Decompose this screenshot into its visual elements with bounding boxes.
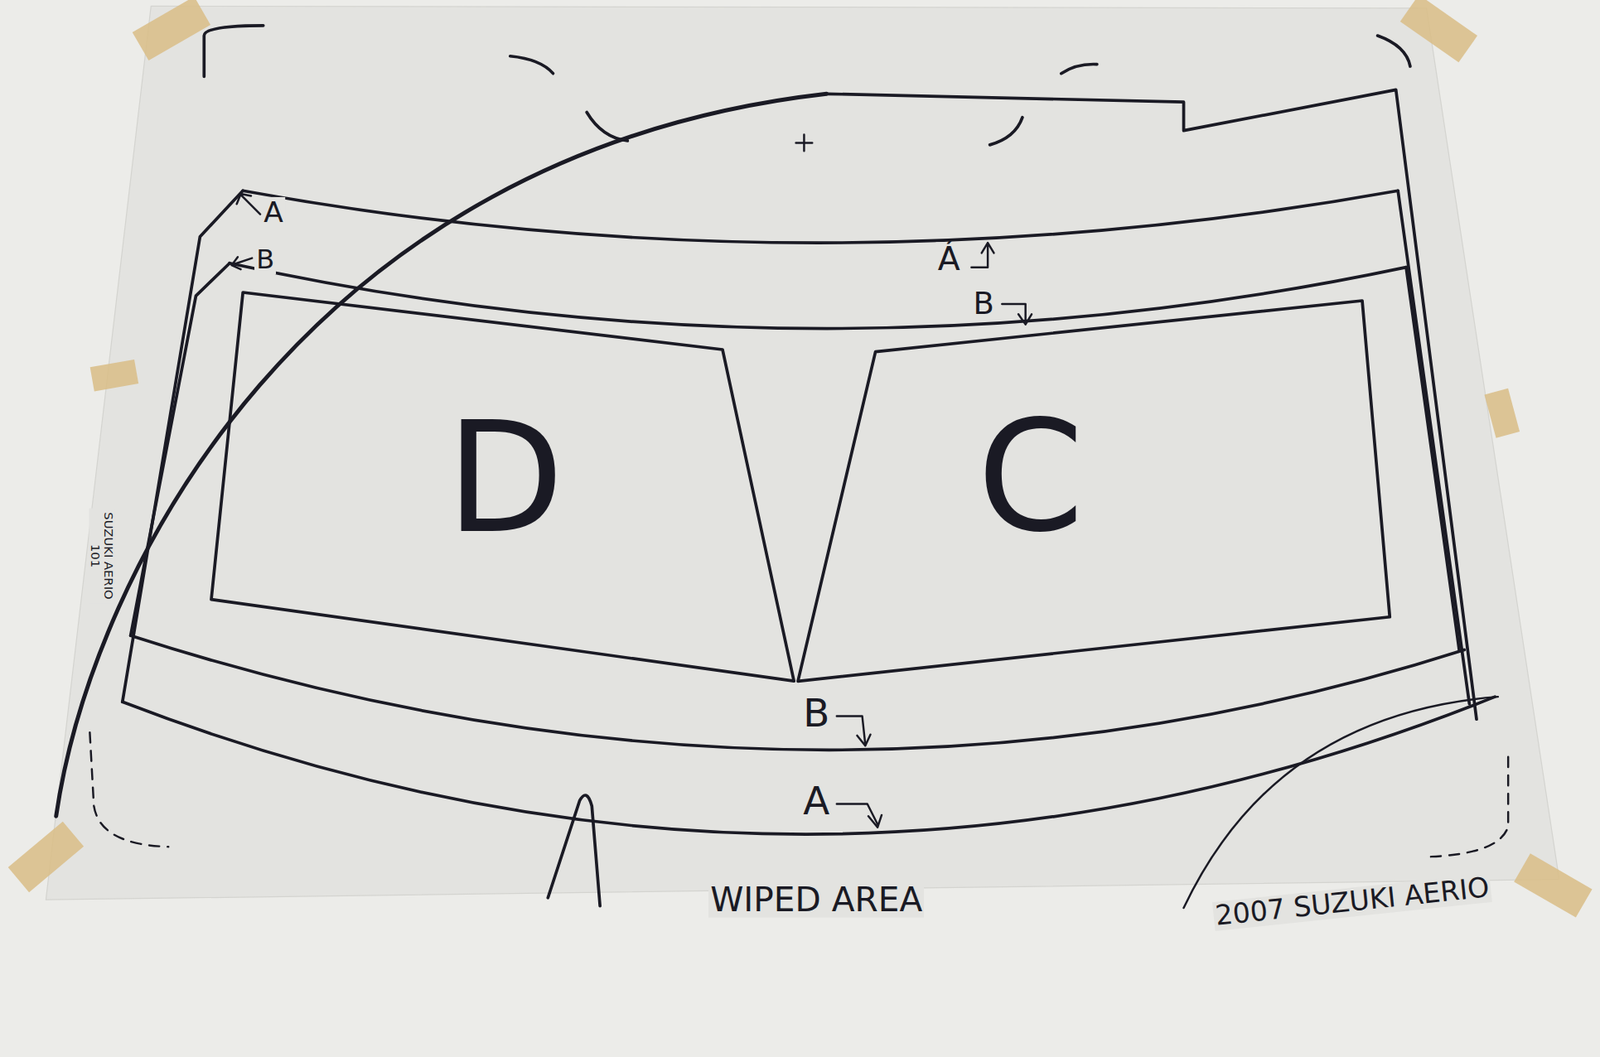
region-letter: C (976, 401, 1084, 555)
dashed-corner (89, 732, 169, 847)
band-label: B (971, 288, 996, 321)
arrow-mark (836, 803, 882, 827)
outline-a-left (122, 190, 243, 702)
band-label: B (801, 693, 832, 735)
outline-a-top (242, 190, 1398, 243)
outline-b-bottom (130, 635, 1465, 750)
corner-mark (586, 111, 628, 141)
center-cross (796, 135, 813, 152)
paper-sheet (45, 5, 1559, 900)
corner-mark (990, 117, 1023, 146)
peak-mark (547, 795, 600, 907)
arrow-mark (1001, 304, 1032, 325)
corner-mark (510, 56, 554, 74)
arrow-mark (971, 242, 994, 268)
vehicle-label: 2007 SUZUKI AERIO (1212, 873, 1493, 932)
tape (1400, 0, 1478, 63)
region-letter: D (445, 402, 564, 556)
outline-a-right (1397, 190, 1470, 704)
corner-mark (203, 25, 263, 78)
region-box: D (211, 292, 794, 682)
tape (132, 0, 211, 61)
wiper-arc (56, 93, 827, 817)
wiper-arc (1184, 696, 1499, 909)
outline-b-right (1406, 267, 1460, 651)
tape (1483, 388, 1520, 439)
glass-edge (826, 89, 1477, 720)
tape (1513, 853, 1592, 918)
margin-note: SUZUKI AERIO 101 (89, 508, 116, 605)
outline-b-top (229, 263, 1407, 329)
region-outline-path (797, 300, 1390, 682)
tape (8, 821, 84, 894)
arrow-mark (836, 716, 871, 747)
tape (90, 359, 139, 392)
band-label: Á (936, 241, 962, 276)
corner-mark (1377, 35, 1411, 67)
band-label: B (254, 246, 276, 275)
region-outline-path (211, 292, 794, 682)
note-text: WIPED AREA (708, 882, 924, 919)
arrow-mark (236, 193, 261, 215)
band-label: A (801, 781, 832, 822)
dashed-corner (1423, 757, 1509, 858)
band-label: A (261, 197, 286, 228)
arrow-mark (232, 256, 253, 270)
region-outline (797, 300, 1390, 682)
corner-mark (1061, 63, 1098, 73)
region-box: C (797, 300, 1390, 682)
